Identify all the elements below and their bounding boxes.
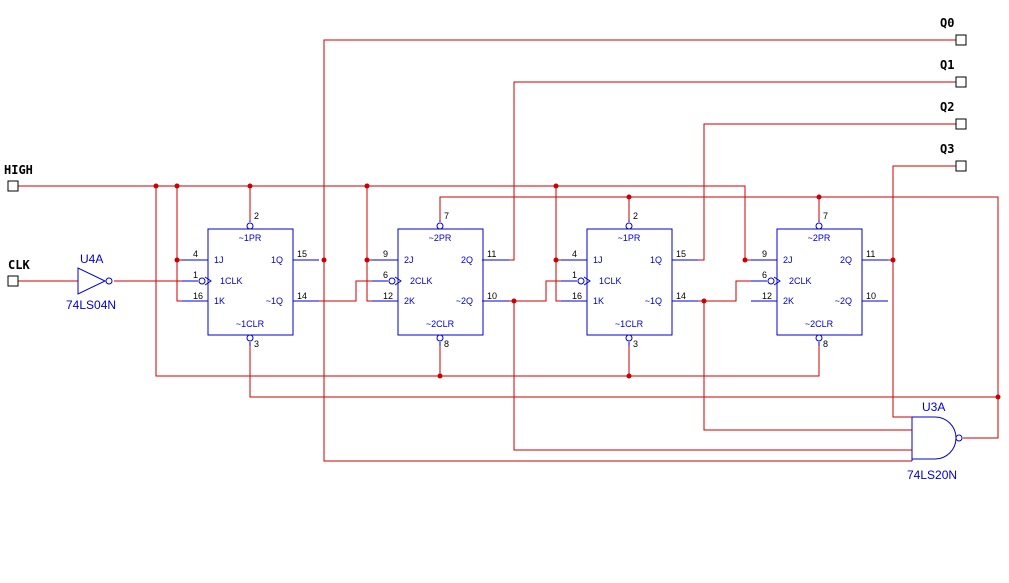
pin-number-k: 12 bbox=[762, 291, 772, 301]
inverter-part: 74LS04N bbox=[66, 298, 116, 312]
junctions bbox=[153, 183, 1001, 400]
label-j: 1J bbox=[214, 255, 224, 265]
pin-number-j: 4 bbox=[193, 249, 198, 259]
label-clr: ~1CLR bbox=[615, 319, 644, 329]
q0-port-terminal bbox=[955, 34, 967, 46]
jk-flipflop-1 bbox=[182, 220, 319, 346]
label-clk: 1CLK bbox=[220, 276, 243, 286]
label-k: 1K bbox=[593, 296, 604, 306]
label-q: 1Q bbox=[271, 255, 283, 265]
jk-flipflop-3 bbox=[561, 220, 698, 346]
q2-port-terminal bbox=[955, 118, 967, 130]
label-nq: ~2Q bbox=[835, 296, 852, 306]
q3-port-terminal bbox=[955, 160, 967, 172]
q0-wire bbox=[323, 39, 956, 260]
pin-number-clr: 8 bbox=[823, 339, 828, 349]
flipflop-layer: 41161514231J1CLK1K1Q~1Q~1PR~1CLR96121110… bbox=[182, 211, 888, 349]
pin-number-k: 12 bbox=[383, 291, 393, 301]
pin-number-nq: 10 bbox=[866, 291, 876, 301]
nand-u3a: U3A 74LS20N bbox=[907, 400, 963, 482]
label-q: 1Q bbox=[650, 255, 662, 265]
q0-port-label: Q0 bbox=[940, 16, 954, 30]
label-nq: ~1Q bbox=[645, 296, 662, 306]
pin-number-j: 9 bbox=[383, 249, 388, 259]
q1-port-label: Q1 bbox=[940, 58, 954, 72]
label-j: 2J bbox=[783, 255, 793, 265]
pin-number-clk: 6 bbox=[383, 270, 388, 280]
pin-number-clr: 3 bbox=[254, 339, 259, 349]
pin-number-clk: 1 bbox=[572, 270, 577, 280]
label-k: 1K bbox=[214, 296, 225, 306]
inverter-ref: U4A bbox=[80, 252, 103, 266]
preset-rail bbox=[439, 196, 999, 439]
pin-number-pr: 7 bbox=[444, 211, 449, 221]
pin-number-pr: 7 bbox=[823, 211, 828, 221]
inverter-u4a: U4A 74LS04N bbox=[66, 252, 116, 312]
label-pr: ~1PR bbox=[618, 233, 641, 243]
label-q: 2Q bbox=[840, 255, 852, 265]
label-j: 2J bbox=[404, 255, 414, 265]
pin-number-nq: 10 bbox=[487, 291, 497, 301]
pin-number-q: 15 bbox=[676, 249, 686, 259]
q3-wire bbox=[862, 165, 956, 261]
label-k: 2K bbox=[783, 296, 794, 306]
clk-port-label: CLK bbox=[8, 258, 30, 272]
label-clr: ~2CLR bbox=[426, 319, 455, 329]
pin-number-clr: 3 bbox=[633, 339, 638, 349]
q1-wire bbox=[482, 81, 956, 261]
pin-number-q: 15 bbox=[297, 249, 307, 259]
pin-number-pr: 2 bbox=[633, 211, 638, 221]
pin-number-nq: 14 bbox=[676, 291, 686, 301]
wires bbox=[18, 39, 999, 462]
label-nq: ~1Q bbox=[266, 296, 283, 306]
q3-port-label: Q3 bbox=[940, 142, 954, 156]
label-q: 2Q bbox=[461, 255, 473, 265]
clk-port-terminal bbox=[7, 275, 19, 287]
pin-number-k: 16 bbox=[193, 291, 203, 301]
pin-number-clk: 1 bbox=[193, 270, 198, 280]
label-clr: ~2CLR bbox=[805, 319, 834, 329]
pin-number-k: 16 bbox=[572, 291, 582, 301]
output-ports: Q0 Q1 Q2 Q3 bbox=[940, 16, 967, 172]
label-clr: ~1CLR bbox=[236, 319, 265, 329]
high-port-label: HIGH bbox=[4, 163, 33, 177]
pin-number-pr: 2 bbox=[254, 211, 259, 221]
pin-number-nq: 14 bbox=[297, 291, 307, 301]
input-ports: HIGH CLK bbox=[4, 163, 33, 287]
pin-number-q: 11 bbox=[866, 249, 875, 259]
jk-flipflop-4 bbox=[751, 220, 888, 346]
pin-number-q: 11 bbox=[487, 249, 496, 259]
pin-number-clr: 8 bbox=[444, 339, 449, 349]
jk-flipflop-2 bbox=[372, 220, 509, 346]
high-port-terminal bbox=[7, 180, 19, 192]
q1-port-terminal bbox=[955, 76, 967, 88]
label-clk: 2CLK bbox=[410, 276, 433, 286]
pin-number-j: 4 bbox=[572, 249, 577, 259]
nand-part: 74LS20N bbox=[907, 468, 957, 482]
label-j: 1J bbox=[593, 255, 603, 265]
label-pr: ~1PR bbox=[239, 233, 262, 243]
label-pr: ~2PR bbox=[429, 233, 452, 243]
nand-ref: U3A bbox=[922, 400, 945, 414]
label-nq: ~2Q bbox=[456, 296, 473, 306]
pin-number-clk: 6 bbox=[762, 270, 767, 280]
label-clk: 1CLK bbox=[599, 276, 622, 286]
label-k: 2K bbox=[404, 296, 415, 306]
q2-port-label: Q2 bbox=[940, 100, 954, 114]
label-clk: 2CLK bbox=[789, 276, 812, 286]
label-pr: ~2PR bbox=[808, 233, 831, 243]
pin-number-j: 9 bbox=[762, 249, 767, 259]
